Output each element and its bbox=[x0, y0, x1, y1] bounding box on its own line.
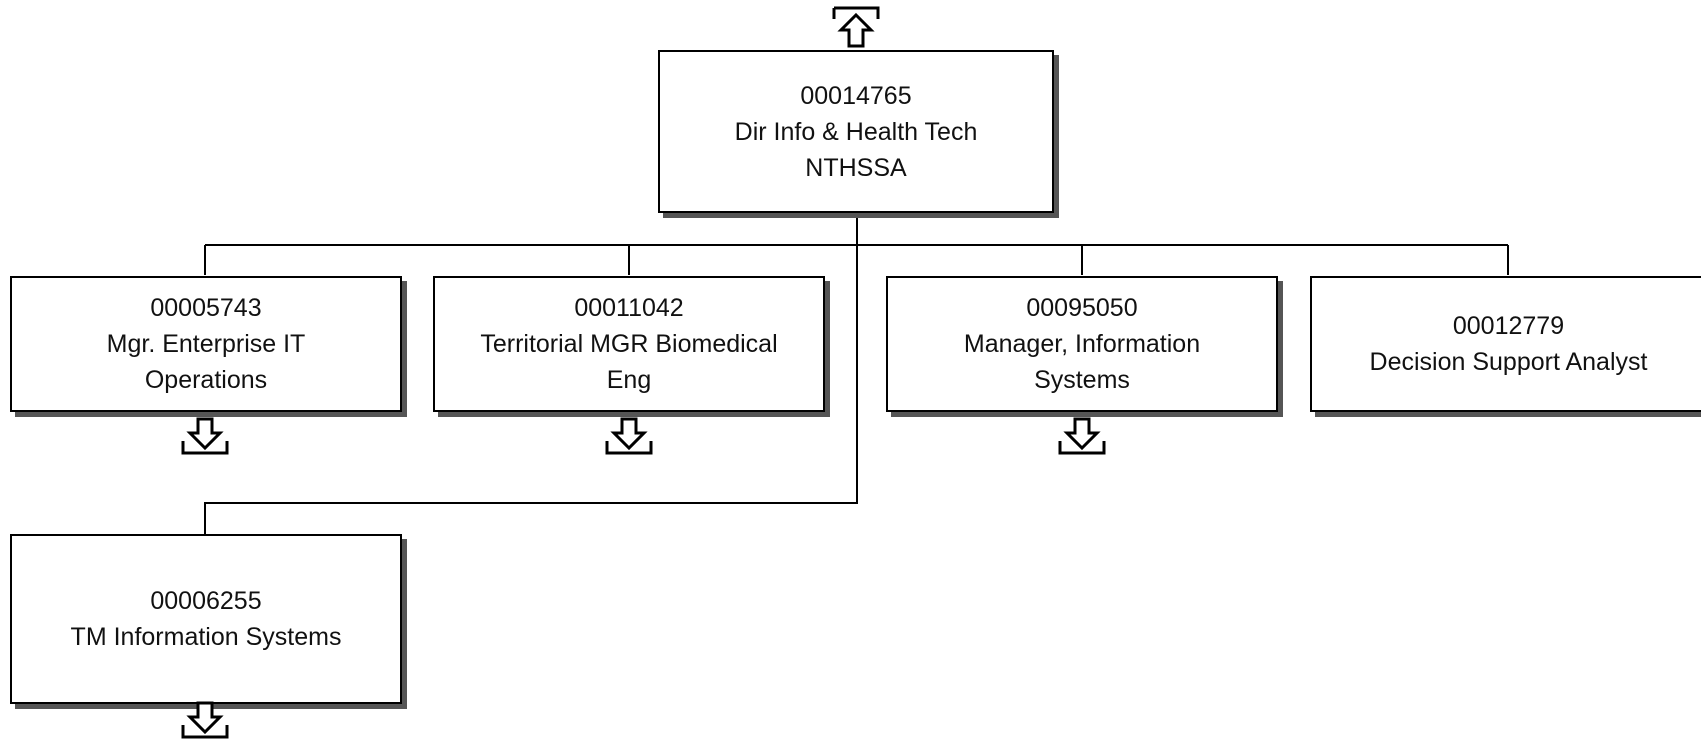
org-node-child[interactable]: 00095050 Manager, Information Systems bbox=[886, 276, 1278, 412]
position-title: Decision Support Analyst bbox=[1369, 348, 1648, 376]
org-node-child[interactable]: 00012779 Decision Support Analyst bbox=[1310, 276, 1701, 412]
arrow-down-icon[interactable] bbox=[180, 416, 230, 456]
arrow-down-icon[interactable] bbox=[180, 700, 230, 740]
position-number: 00006255 bbox=[150, 587, 262, 615]
position-title-line2: Eng bbox=[606, 366, 652, 394]
position-subtitle: NTHSSA bbox=[805, 153, 907, 182]
position-title-line2: Operations bbox=[144, 366, 268, 394]
org-node-child[interactable]: 00005743 Mgr. Enterprise IT Operations bbox=[10, 276, 402, 412]
position-number: 00095050 bbox=[1026, 294, 1138, 322]
position-title: Mgr. Enterprise IT bbox=[106, 330, 306, 358]
arrow-down-icon[interactable] bbox=[604, 416, 654, 456]
arrow-up-icon[interactable] bbox=[831, 5, 881, 49]
org-node-child[interactable]: 00006255 TM Information Systems bbox=[10, 534, 402, 704]
position-title: Manager, Information bbox=[963, 330, 1201, 358]
position-title: TM Information Systems bbox=[70, 623, 342, 651]
org-node-root[interactable]: 00014765 Dir Info & Health Tech NTHSSA bbox=[658, 50, 1054, 213]
position-title-line2: Systems bbox=[1034, 366, 1130, 394]
position-number: 00011042 bbox=[574, 294, 684, 322]
position-number: 00012779 bbox=[1452, 312, 1565, 340]
position-title: Dir Info & Health Tech bbox=[734, 117, 978, 146]
position-title: Territorial MGR Biomedical bbox=[480, 330, 778, 358]
arrow-down-icon[interactable] bbox=[1057, 416, 1107, 456]
position-number: 00005743 bbox=[150, 294, 262, 322]
position-number: 00014765 bbox=[800, 81, 912, 110]
org-node-child[interactable]: 00011042 Territorial MGR Biomedical Eng bbox=[433, 276, 825, 412]
